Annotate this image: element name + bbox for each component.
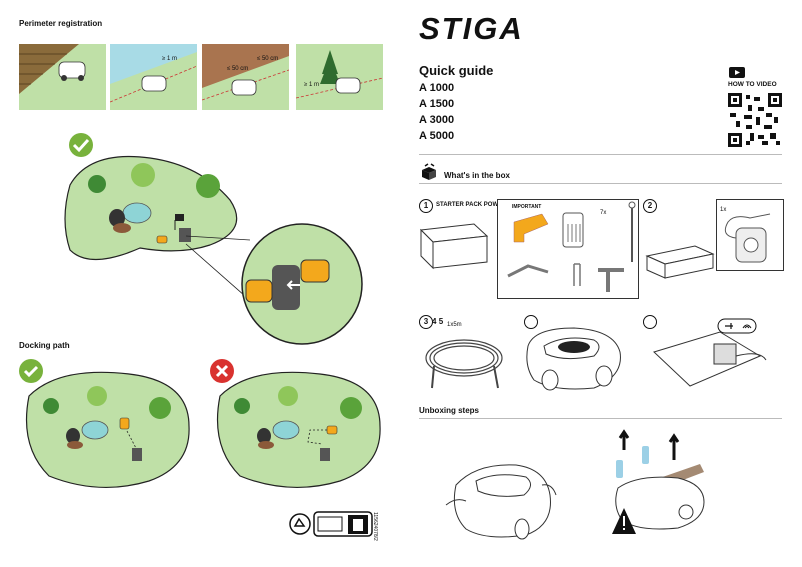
recycle-icon (289, 513, 311, 535)
doc-code: 115624078/2 (372, 512, 378, 541)
step-5-circle (643, 315, 657, 329)
weee-bin-icon (313, 511, 373, 537)
whats-in-box-title: What's in the box (444, 171, 510, 180)
perimeter-panel-wall: ≤ 50 cm ≤ 50 cm (202, 44, 289, 110)
divider-unboxing (419, 418, 782, 419)
unboxing-step-remove (612, 429, 705, 534)
cable-length-label: 1x5m (447, 322, 462, 328)
unboxing-title: Unboxing steps (419, 406, 480, 415)
perimeter-title: Perimeter registration (19, 19, 103, 28)
garden-map-illustration (64, 133, 363, 345)
peg-pack-icon (562, 212, 584, 248)
how-to-video-label: HOW TO VIDEO (728, 81, 777, 88)
model-a5000: A 5000 (419, 130, 455, 142)
divider-box (419, 183, 782, 184)
bracket-tool-icon (513, 213, 549, 243)
step-4-circle (524, 315, 538, 329)
starter-pack-box (419, 223, 489, 270)
docking-map-wrong (210, 359, 381, 489)
charging-station-icon-box (717, 318, 757, 334)
perimeter-label-4: ≥ 1 m (304, 82, 319, 88)
step-4-5-numbers: 4 5 (432, 317, 443, 326)
quick-guide-title: Quick guide (419, 63, 494, 78)
power-adapter-icon (724, 213, 771, 263)
model-a1000: A 1000 (419, 82, 455, 94)
step-5-number: 5 (438, 317, 444, 326)
model-a1500: A 1500 (419, 98, 455, 110)
charging-station (653, 331, 767, 387)
wire-staples-icon (507, 263, 624, 292)
step-1-number: 1 (419, 199, 433, 213)
brand-logo: STIGA (419, 11, 524, 46)
stake-icon (628, 201, 636, 262)
psu-count: 1x (720, 207, 727, 213)
starter-pack-label: STARTER PACK POWER SUPPLY (436, 202, 532, 208)
perimeter-label-2: ≤ 50 cm (227, 66, 249, 72)
perimeter-panel-wood (19, 44, 106, 110)
youtube-icon[interactable] (729, 67, 745, 78)
qr-code[interactable] (728, 93, 782, 147)
model-a3000: A 3000 (419, 114, 455, 126)
box-icon (422, 163, 436, 180)
perimeter-panel-tree: ≥ 1 m (296, 44, 383, 110)
docking-title: Docking path (19, 341, 70, 350)
docking-map-correct (19, 359, 190, 489)
perimeter-panel-water: ≥ 1 m (110, 44, 197, 110)
power-supply-contents: 1x (716, 199, 784, 271)
power-supply-box (645, 245, 715, 279)
step-4-number: 4 (432, 317, 437, 326)
perimeter-label-3: ≤ 50 cm (257, 56, 279, 62)
divider-top (419, 154, 782, 155)
step-2-number: 2 (643, 199, 657, 213)
important-label: IMPORTANT (512, 204, 542, 210)
mower-robot (526, 327, 621, 391)
cable-coil (425, 339, 503, 389)
pegs-count: 7x (600, 210, 607, 216)
unboxing-step-lift (445, 464, 557, 540)
step-3-number: 3 (419, 315, 433, 329)
starter-pack-contents: IMPORTANT 7x (497, 199, 639, 299)
perimeter-label-1: ≥ 1 m (162, 56, 177, 62)
